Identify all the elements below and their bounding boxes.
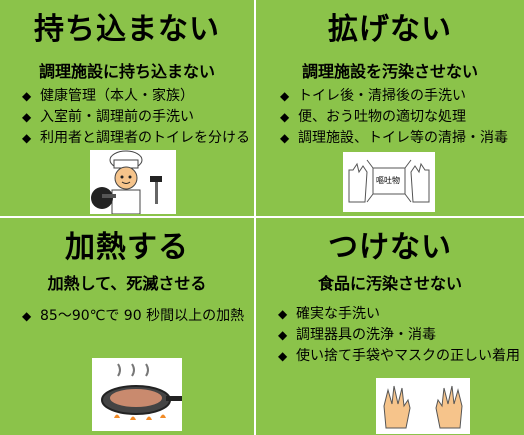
panel-subtitle: 食品に汚染させない: [317, 274, 462, 293]
list-item: ◆85～90℃で 90 秒間以上の加熱: [22, 308, 245, 324]
panel-tsukenai: つけない 食品に汚染させない ◆確実な手洗い ◆調理器具の洗浄・消毒 ◆使い捨て…: [256, 218, 524, 435]
vomit-label: 嘔吐物: [376, 176, 400, 185]
list-item: ◆利用者と調理者のトイレを分ける: [22, 130, 250, 146]
panel-subtitle: 調理施設を汚染させない: [301, 62, 478, 81]
panel-mochikomanai: 持ち込まない 調理施設に持ち込まない ◆健康管理（本人・家族） ◆入室前・調理前…: [0, 0, 256, 218]
gloves-icon: [348, 159, 430, 203]
vomit-cleanup-icon: 嘔吐物: [343, 152, 435, 212]
list-item: ◆調理器具の洗浄・消毒: [278, 327, 436, 343]
frying-pan-icon: [92, 358, 182, 431]
panel-title: 拡げない: [328, 12, 452, 47]
list-item: ◆使い捨て手袋やマスクの正しい着用: [278, 348, 520, 364]
panel-title: つけない: [328, 230, 452, 265]
chef-icon: [90, 150, 176, 214]
bullet-list: ◆85～90℃で 90 秒間以上の加熱: [20, 306, 248, 327]
bullet-list: ◆トイレ後・清掃後の手洗い ◆便、おう吐物の適切な処理 ◆調理施設、トイレ等の清…: [278, 86, 518, 149]
list-item: ◆確実な手洗い: [278, 306, 380, 322]
panel-subtitle: 調理施設に持ち込まない: [38, 62, 215, 81]
panel-title: 加熱する: [65, 230, 189, 265]
list-item: ◆便、おう吐物の適切な処理: [280, 109, 466, 125]
panel-subtitle: 加熱して、死滅させる: [47, 274, 207, 293]
bullet-list: ◆確実な手洗い ◆調理器具の洗浄・消毒 ◆使い捨て手袋やマスクの正しい着用: [276, 304, 520, 367]
list-item: ◆入室前・調理前の手洗い: [22, 109, 194, 125]
list-item: ◆トイレ後・清掃後の手洗い: [280, 88, 466, 104]
hands-icon: [376, 378, 470, 434]
panel-title: 持ち込まない: [34, 12, 220, 47]
list-item: ◆調理施設、トイレ等の清掃・消毒: [280, 130, 508, 146]
bullet-list: ◆健康管理（本人・家族） ◆入室前・調理前の手洗い ◆利用者と調理者のトイレを分…: [20, 86, 250, 149]
panel-hirogenai: 拡げない 調理施設を汚染させない ◆トイレ後・清掃後の手洗い ◆便、おう吐物の適…: [256, 0, 524, 218]
list-item: ◆健康管理（本人・家族）: [22, 88, 194, 104]
panel-kanetsu: 加熱する 加熱して、死滅させる ◆85～90℃で 90 秒間以上の加熱: [0, 218, 256, 435]
